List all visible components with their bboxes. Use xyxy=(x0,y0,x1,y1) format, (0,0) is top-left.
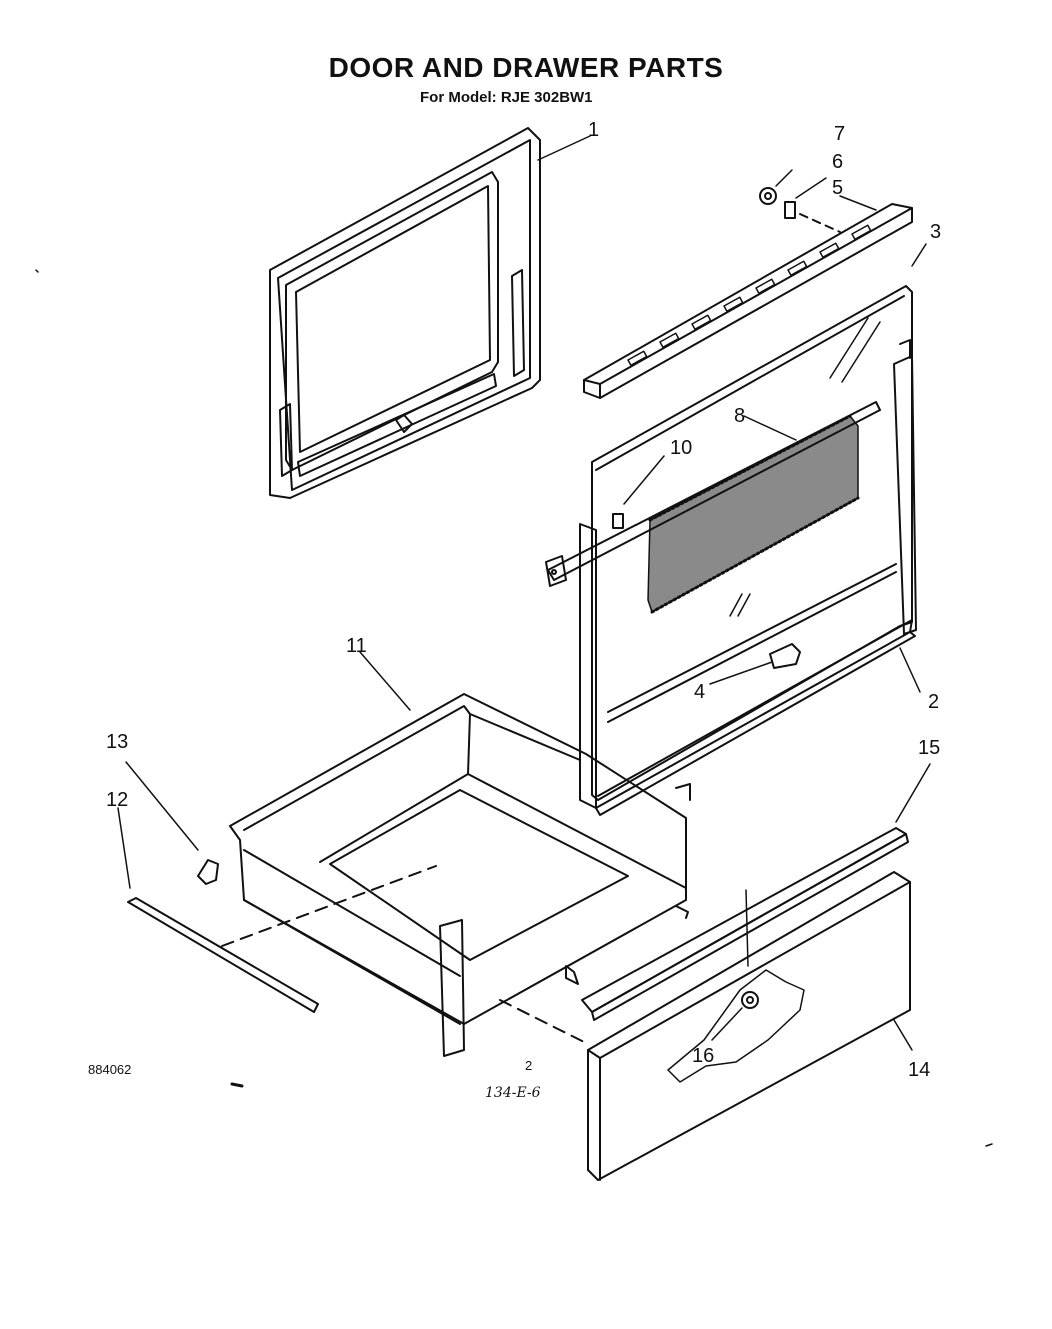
part-10-bracket xyxy=(612,513,624,529)
callout-8: 8 xyxy=(734,405,745,427)
drawer-front-leader-dash xyxy=(499,999,589,1045)
drawer-leader-dash xyxy=(221,865,437,947)
part-7-nut xyxy=(759,187,777,205)
part-16-nut xyxy=(741,991,759,1009)
part-5-vent-trim xyxy=(583,203,913,399)
scan-specks xyxy=(35,269,993,1147)
callout-1: 1 xyxy=(588,119,599,141)
part-13-slide-clip xyxy=(197,859,219,885)
callout-labels: 1 2 3 4 5 6 7 8 10 11 12 13 14 15 16 xyxy=(106,119,941,1081)
part-1-door-frame xyxy=(269,127,541,499)
callout-14: 14 xyxy=(908,1059,930,1081)
callout-2: 2 xyxy=(928,691,939,713)
part-5-leader-dash xyxy=(799,213,841,233)
model-subtitle: For Model: RJE 302BW1 xyxy=(420,89,593,106)
leader-lines xyxy=(117,135,931,1051)
part-11-drawer-body xyxy=(229,693,691,1057)
callout-7: 7 xyxy=(834,123,845,145)
part-15-front-trim xyxy=(581,827,909,1021)
part-12-slide-rail xyxy=(127,897,319,1013)
callout-15: 15 xyxy=(918,737,940,759)
page-title: DOOR AND DRAWER PARTS xyxy=(328,52,724,83)
page-number: 2 xyxy=(525,1058,533,1073)
handwritten-code: 134-E-6 xyxy=(485,1085,541,1101)
part-6-clip xyxy=(784,201,796,219)
callout-11: 11 xyxy=(346,635,367,657)
callout-10: 10 xyxy=(670,437,692,459)
part-8-door-handle xyxy=(545,401,881,587)
callout-12: 12 xyxy=(106,789,128,811)
callout-3: 3 xyxy=(930,221,941,243)
part-14-drawer-front xyxy=(587,871,911,1181)
callout-16: 16 xyxy=(692,1045,714,1067)
part-2-outer-frame xyxy=(579,339,917,816)
callout-13: 13 xyxy=(106,731,128,753)
part-4-hinge-receptacle xyxy=(769,643,801,669)
callout-5: 5 xyxy=(832,177,843,199)
document-number: 884062 xyxy=(88,1062,132,1077)
callout-6: 6 xyxy=(832,151,843,173)
callout-4: 4 xyxy=(694,681,705,703)
